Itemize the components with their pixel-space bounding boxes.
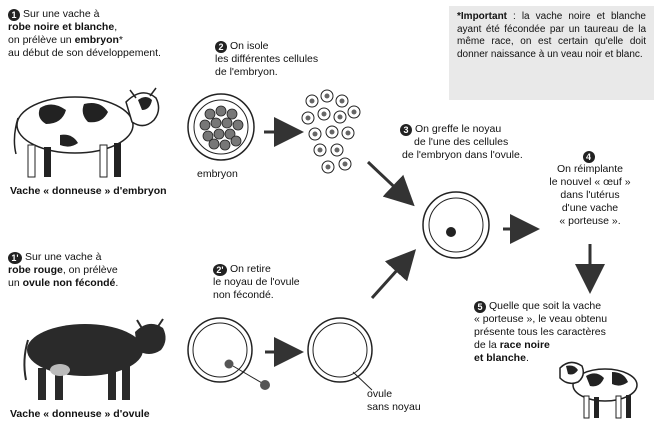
step2b-number-badge: 2' — [213, 264, 227, 276]
step3-number-badge: 3 — [400, 124, 412, 136]
new-egg-icon — [422, 191, 490, 259]
embryo-icon — [187, 93, 255, 161]
ovule-with-nucleus-icon — [187, 317, 270, 390]
step5-number-badge: 5 — [474, 301, 486, 313]
red-cow-icon — [23, 318, 166, 400]
step2-number-badge: 2 — [215, 41, 227, 53]
arrow-empty-to-egg — [370, 249, 417, 300]
step1b-caption: Vache « donneuse » d'ovule — [10, 408, 150, 420]
step4-text: 4 On réimplante le nouvel « œuf » dans l… — [549, 151, 631, 227]
note-label: *Important — [457, 11, 508, 22]
arrow-cells-to-egg — [366, 160, 415, 207]
black-white-cow-icon — [13, 87, 160, 178]
ovule-label: ovule sans noyau — [367, 388, 421, 413]
ovule-without-nucleus-icon — [307, 317, 373, 391]
embryon-label: embryon — [197, 168, 238, 180]
step2b-text: 2'On retire le noyau de l'ovule non féco… — [213, 263, 300, 301]
step1-number-badge: 1 — [8, 9, 20, 21]
process-arrows — [264, 117, 605, 367]
important-note: *Important : la vache noire et blanche a… — [449, 6, 654, 100]
step1b-text: 1'Sur une vache à robe rouge, on prélève… — [8, 251, 119, 289]
step1-caption: Vache « donneuse » d'embryon — [10, 185, 167, 197]
step4-number-badge: 4 — [582, 151, 595, 163]
calf-icon — [559, 361, 638, 419]
step1b-number-badge: 1' — [8, 252, 22, 264]
